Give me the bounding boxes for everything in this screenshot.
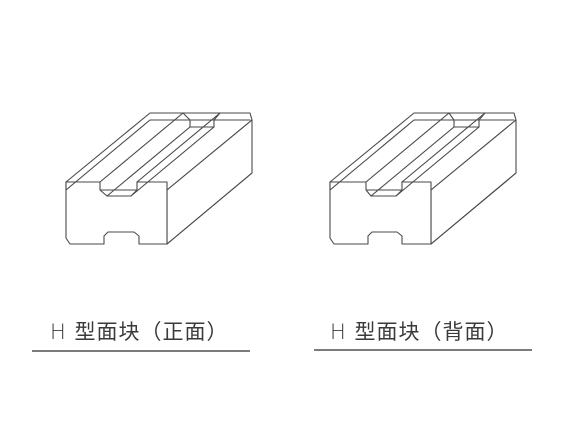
front-groove-bottom-left: [106, 126, 191, 197]
front-block-h-face: [65, 181, 168, 245]
front-chamfer-line: [65, 119, 251, 191]
back-groove-bottom-left: [370, 126, 455, 197]
front-groove-left-edge: [99, 112, 184, 183]
h-block-back-drawing: [329, 112, 517, 245]
back-bottom-edge: [430, 172, 517, 245]
front-bottom-edge: [166, 172, 253, 245]
back-groove-left-edge: [365, 112, 450, 183]
h-block-front-drawing: [65, 112, 253, 245]
front-groove-end: [182, 112, 221, 128]
front-groove-right-edge: [136, 112, 221, 183]
front-groove-bottom-right: [130, 126, 215, 197]
front-caption: H 型面块（正面）: [50, 320, 229, 344]
back-block-h-face: [329, 181, 432, 245]
back-caption: H 型面块（背面）: [330, 320, 509, 344]
back-groove-bottom-right: [395, 126, 480, 197]
back-groove-end: [448, 112, 486, 128]
back-chamfer-line: [329, 119, 515, 191]
back-groove-right-edge: [401, 112, 486, 183]
